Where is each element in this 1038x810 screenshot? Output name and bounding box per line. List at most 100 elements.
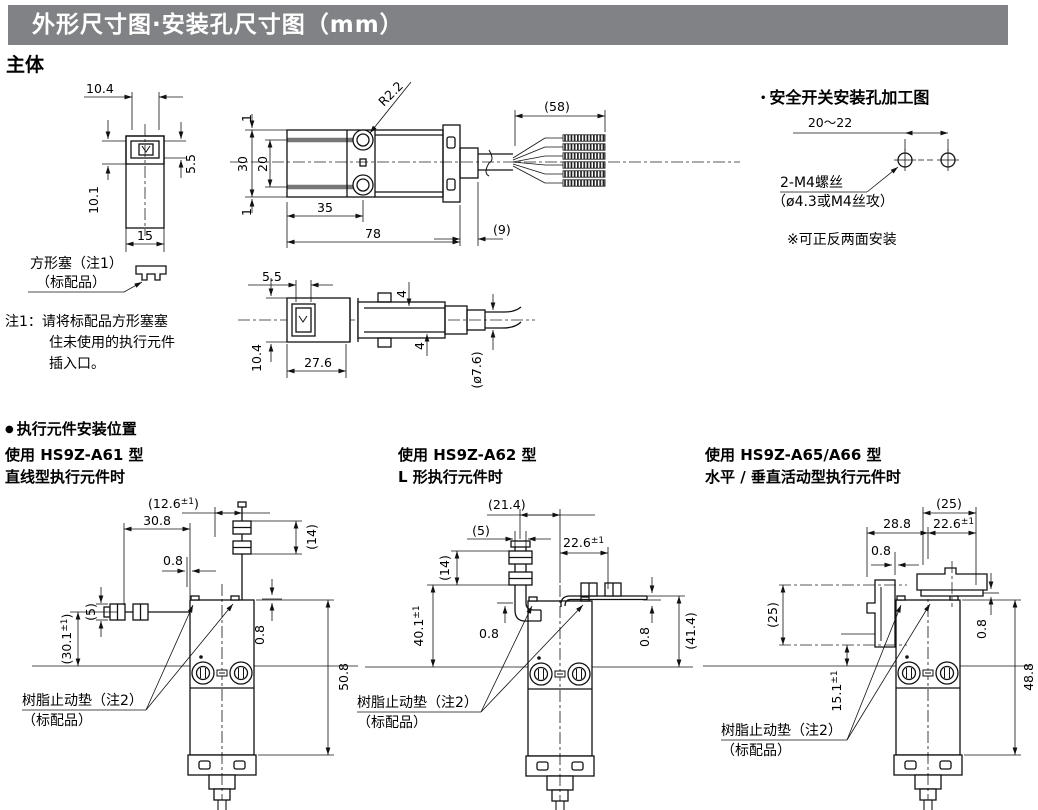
dim-a65-gap-left: 0.8 [871, 543, 891, 558]
dim-hole-span: 20～22 [808, 115, 852, 130]
top-view-body [286, 124, 513, 203]
plug-label-line2: （标配品） [36, 275, 106, 291]
wire-fanout [512, 137, 563, 184]
heading-a65-line2: 水平 / 垂直活动型执行元件时 [705, 468, 901, 486]
wire-terminals [562, 134, 606, 187]
dim-side-55: 5.5 [262, 269, 282, 284]
a62-horizontal-actuator [560, 582, 648, 607]
dim-a62-rib-span: (14) [437, 555, 452, 581]
dim-a65-top-ref: (25) [936, 496, 962, 511]
dim-a61-top-ref: (12.6±1) [148, 496, 199, 511]
dim-35: 35 [317, 200, 333, 215]
mounting-holes [894, 149, 959, 171]
dim-cable-58: (58) [544, 99, 570, 114]
dim-a62-gap-right: 0.8 [637, 627, 652, 647]
dim-1-bottom: 1 [239, 208, 254, 216]
heading-a65-line1: 使用 HS9Z-A65/A66 型 [705, 446, 882, 464]
heading-a62: 使用 HS9Z-A62 型 L 形执行元件时 [398, 444, 537, 488]
side-view-body [286, 292, 522, 348]
side-view-drawing: 5.5 10.4 4 4 27.6 (ø7.6) [238, 269, 535, 389]
dim-a62-side-len: 40.1±1 [411, 605, 426, 646]
dim-side-4-top: 4 [394, 290, 409, 298]
dim-side-276: 27.6 [304, 355, 332, 370]
note1-line2: 住未使用的执行元件 [49, 335, 175, 351]
screw-label-line2: （ø4.3或M4丝攻） [772, 194, 894, 210]
dim-side-104: 10.4 [249, 344, 264, 372]
a61-vertical-actuator [232, 501, 252, 600]
dim-1-top: 1 [239, 114, 254, 122]
a65-diagram: (25) 28.8 22.6±1 0.8 (25) 15.1±1 0.8 48.… [703, 496, 1036, 810]
switch-body [525, 584, 595, 810]
dim-connector-9: (9) [493, 222, 511, 237]
heading-a61: 使用 HS9Z-A61 型 直线型执行元件时 [5, 444, 144, 488]
a62-stopper-label1: 树脂止动垫（注2） [357, 695, 478, 711]
dim-a61-width: 30.8 [143, 513, 171, 528]
square-plug-icon [135, 265, 167, 281]
a65-stopper-label2: （标配品） [721, 743, 791, 759]
dim-a65-side-len: (25) [765, 602, 780, 628]
actuator-section-title: ●执行元件安装位置 [5, 418, 137, 439]
dim-a65-side-len2: 15.1±1 [829, 670, 844, 711]
dim-front-top: 10.4 [86, 81, 114, 96]
dim-20: 20 [255, 156, 270, 172]
dim-a65-width2: 22.6±1 [933, 516, 974, 531]
page-title: 外形尺寸图·安装孔尺寸图（mm） [8, 5, 1008, 45]
dim-a62-top-ref: (21.4) [488, 497, 526, 512]
section-main-label: 主体 [6, 54, 45, 76]
side-view-dims [248, 278, 500, 378]
bullet-icon: ● [5, 424, 14, 435]
front-view-drawing: 10.4 5.5 10.1 15 方形塞（注1） （标配品） [28, 81, 198, 293]
a61-stopper-label1: 树脂止动垫（注2） [22, 693, 143, 709]
note1-text: 注1：请将标配品方形塞塞 住未使用的执行元件 插入口。 [5, 312, 245, 375]
top-view-dims [245, 81, 606, 248]
dim-side-diameter: (ø7.6) [469, 351, 484, 388]
dim-a61-gap-left: 0.8 [163, 553, 183, 568]
front-dims [84, 92, 186, 252]
dim-a61-act-height: (5) [83, 603, 98, 621]
a62-diagram: (21.4) (5) 22.6±1 (14) 40.1±1 0.8 0.8 (4… [357, 497, 698, 810]
dim-a61-side-len: (30.1±1) [59, 614, 74, 665]
dim-front-left: 10.1 [86, 186, 101, 214]
note1-line1: 注1：请将标配品方形塞塞 [5, 314, 168, 330]
switch-body [893, 583, 963, 810]
mounting-note: ※可正反两面安装 [787, 232, 897, 248]
dim-a62-height: (41.4) [683, 612, 698, 650]
a65-side-actuator [866, 579, 896, 648]
mounting-hole-drawing: 20～22 2-M4螺丝 （ø4.3或M4丝攻） [772, 115, 959, 210]
a61-diagram: (12.6±1) 30.8 0.8 (5) (30.1±1) (14) 0.8 … [22, 496, 358, 810]
heading-a62-line2: L 形执行元件时 [398, 468, 503, 486]
dim-a61-height: 50.8 [336, 663, 351, 691]
dim-a65-gap-right: 0.8 [974, 619, 989, 639]
heading-a65: 使用 HS9Z-A65/A66 型 水平 / 垂直活动型执行元件时 [705, 444, 901, 488]
plug-leader [28, 281, 143, 293]
dim-a61-rib-span: (14) [304, 524, 319, 550]
heading-a61-line2: 直线型执行元件时 [5, 468, 126, 486]
bullet-icon: • [760, 93, 767, 104]
a61-dims [22, 507, 334, 756]
a61-stopper-label2: （标配品） [22, 713, 92, 729]
a62-stopper-label2: （标配品） [357, 715, 427, 731]
note1-line3: 插入口。 [49, 356, 105, 372]
dim-78: 78 [365, 226, 381, 241]
a62-L-actuator [508, 540, 542, 622]
dim-a61-gap-right: 0.8 [252, 625, 267, 645]
dim-a62-width: 22.6±1 [563, 535, 604, 550]
dim-front-right: 5.5 [183, 154, 198, 174]
dim-a65-height: 48.8 [1021, 663, 1036, 691]
a65-dims [721, 507, 1021, 756]
heading-a61-line1: 使用 HS9Z-A61 型 [5, 446, 144, 464]
heading-a62-line1: 使用 HS9Z-A62 型 [398, 446, 537, 464]
dim-front-bottom: 15 [137, 228, 153, 243]
mounting-dims [780, 130, 949, 193]
a61-stopper-pads [190, 595, 240, 601]
mounting-title-text: 安全开关安装孔加工图 [769, 88, 930, 107]
a65-stopper-label1: 树脂止动垫（注2） [721, 723, 842, 739]
a65-top-actuator [916, 561, 988, 607]
dim-30: 30 [235, 156, 250, 172]
screw-label-line1: 2-M4螺丝 [780, 175, 843, 191]
dim-a65-width: 28.8 [883, 516, 911, 531]
dim-side-4-bottom: 4 [412, 342, 427, 350]
dim-a62-gap-left: 0.8 [479, 626, 499, 641]
a61-horizontal-actuator [103, 603, 190, 621]
a62-dims [357, 509, 685, 713]
